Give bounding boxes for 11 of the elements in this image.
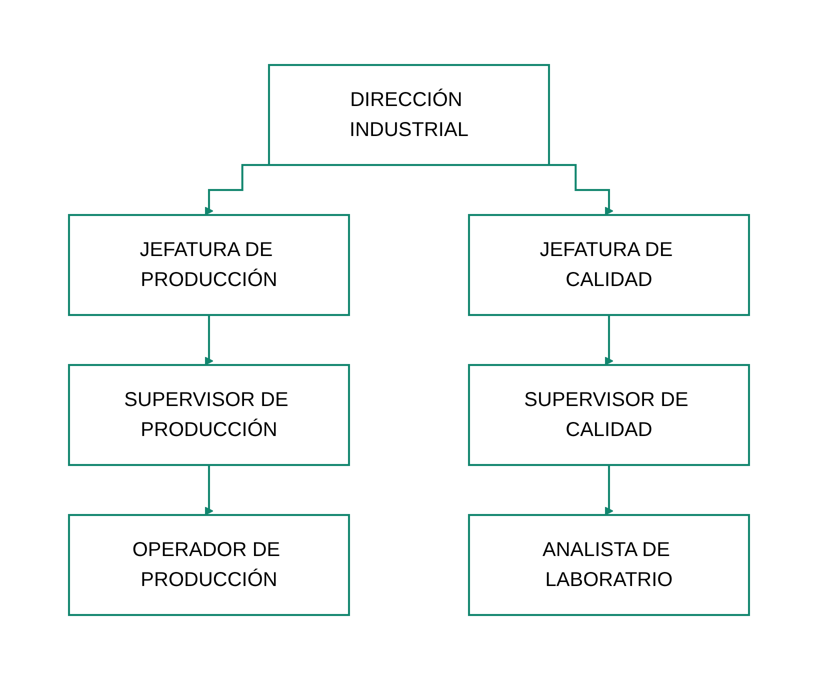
node-box: JEFATURA DE PRODUCCIÓN <box>68 214 350 316</box>
node-box: OPERADOR DE PRODUCCIÓN <box>68 514 350 616</box>
arrow <box>204 464 213 515</box>
node-box: DIRECCIÓN INDUSTRIAL <box>268 64 550 166</box>
node-box: SUPERVISOR DE CALIDAD <box>468 364 750 466</box>
node-box: ANALISTA DE LABORATRIO <box>468 514 750 616</box>
arrow <box>204 314 213 365</box>
node-box: SUPERVISOR DE PRODUCCIÓN <box>68 364 350 466</box>
node-box: JEFATURA DE CALIDAD <box>468 214 750 316</box>
arrow <box>604 314 613 365</box>
arrow <box>604 464 613 515</box>
